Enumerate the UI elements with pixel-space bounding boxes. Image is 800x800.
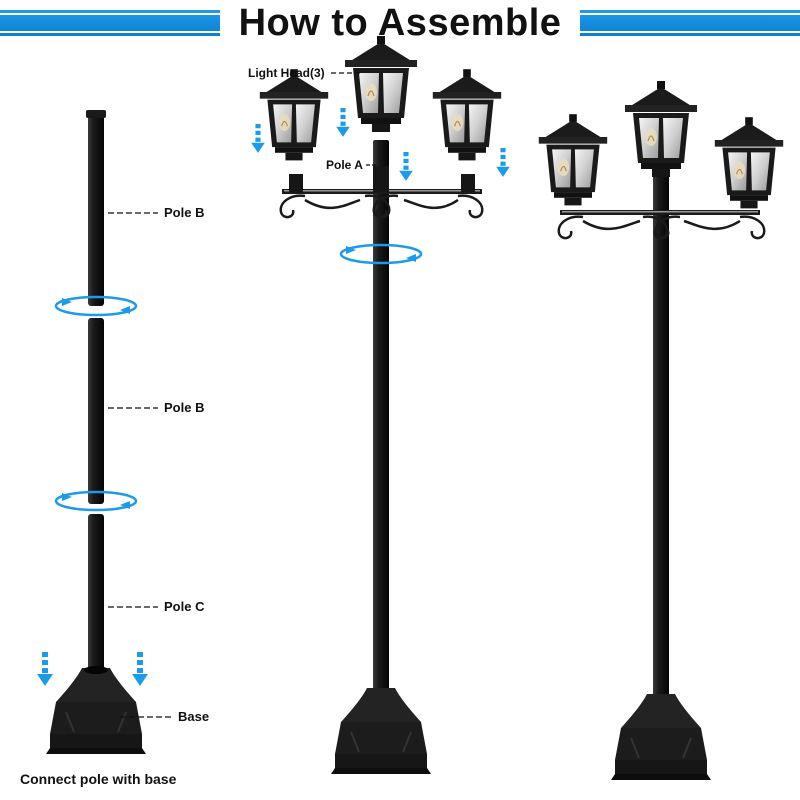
down-arrow-icon [37, 652, 53, 686]
title-banner [0, 10, 800, 36]
rotate-arrow-icon [339, 243, 423, 265]
page-title: How to Assemble [238, 2, 562, 44]
light-head [432, 68, 502, 161]
base-part [45, 666, 147, 755]
light-head [538, 113, 608, 206]
down-arrow-icon [132, 652, 148, 686]
pole-a [373, 140, 389, 722]
rotate-arrow-icon [54, 295, 138, 317]
light-head [624, 80, 698, 178]
assembled-lamp [538, 80, 784, 781]
pole-b-upper-segment [88, 110, 104, 306]
light-head [259, 68, 329, 161]
connect-caption: Connect pole with base [20, 771, 177, 787]
pole-b-lower-label: Pole B [164, 400, 205, 415]
light-head [714, 116, 784, 209]
pole-b-lower-segment [88, 318, 104, 504]
down-arrow-icon [336, 108, 350, 137]
down-arrow-icon [251, 124, 265, 153]
base-label: Base [178, 709, 210, 724]
light-head-label: Light Head(3) [248, 66, 325, 80]
pole-c-label: Pole C [164, 599, 205, 614]
exploded-pole [37, 110, 172, 755]
rotate-arrow-icon [54, 490, 138, 512]
pole-b-upper-label: Pole B [164, 205, 205, 220]
down-arrow-icon [399, 152, 413, 181]
pole-a-label: Pole A [326, 158, 363, 172]
pole-c-segment [88, 514, 104, 694]
head-assembly [251, 35, 510, 775]
down-arrow-icon [496, 148, 510, 177]
light-head [344, 35, 418, 133]
